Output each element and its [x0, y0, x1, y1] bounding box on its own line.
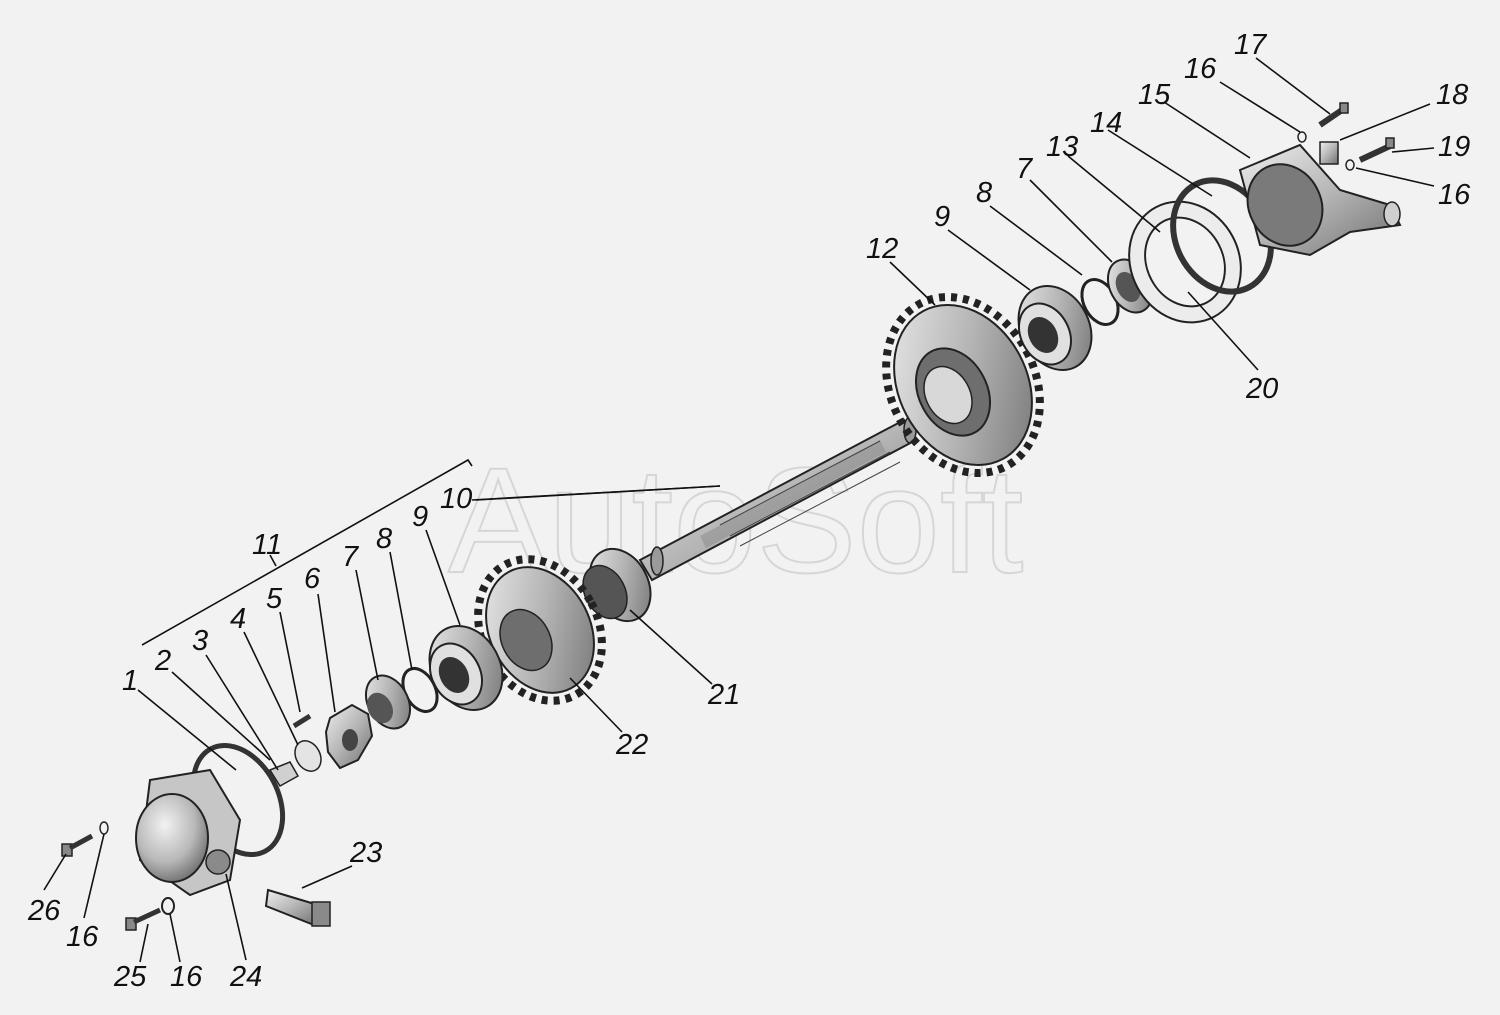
callout-14: 14 [1090, 107, 1122, 139]
washer-part-16-bottom [161, 897, 175, 915]
bolt-part-17 [1318, 102, 1349, 128]
callout-16-left: 16 [66, 921, 99, 953]
callout-3: 3 [192, 625, 208, 657]
callout-22: 22 [615, 729, 648, 761]
sensor-part-23 [264, 888, 331, 927]
bolt-part-25 [125, 907, 162, 931]
callout-21: 21 [707, 679, 740, 711]
callout-16-bottom: 16 [170, 961, 203, 993]
callout-15: 15 [1138, 79, 1171, 111]
plate-part-4 [294, 740, 322, 772]
callout-7-left: 7 [342, 541, 360, 573]
bearing-part-9-right [1017, 284, 1093, 372]
callout-8-right: 8 [976, 177, 992, 209]
pin-part-5 [292, 713, 312, 729]
callout-4: 4 [230, 603, 246, 635]
callout-17: 17 [1234, 29, 1268, 61]
leader-lines [43, 57, 1435, 963]
washer-part-16-left [99, 821, 109, 835]
callout-16-top: 16 [1184, 53, 1217, 85]
fitting-part-18 [1319, 141, 1339, 165]
callout-23: 23 [349, 837, 382, 869]
callout-20: 20 [1245, 373, 1278, 405]
callout-13: 13 [1046, 131, 1078, 163]
bolt-part-26 [61, 833, 94, 857]
callout-9-right: 9 [934, 201, 950, 233]
bolt-part-19 [1358, 137, 1395, 163]
callout-12: 12 [866, 233, 898, 265]
end-cap-part-24 [135, 768, 242, 897]
callout-2: 2 [154, 645, 171, 677]
callout-11: 11 [252, 529, 282, 561]
nut-part-7-left [364, 674, 412, 730]
callout-7-right: 7 [1016, 153, 1034, 185]
washer-part-16-right [1345, 159, 1355, 171]
callout-25: 25 [113, 961, 147, 993]
callout-18: 18 [1436, 79, 1468, 111]
housing-part-15 [1238, 143, 1402, 257]
callout-1: 1 [122, 665, 138, 697]
callout-16-right: 16 [1438, 179, 1471, 211]
lock-washer-part-6 [324, 703, 374, 770]
callout-10: 10 [440, 483, 472, 515]
washer-part-16-top [1297, 131, 1307, 143]
callout-19: 19 [1438, 131, 1470, 163]
callout-8-left: 8 [376, 523, 392, 555]
callout-5: 5 [266, 583, 283, 615]
callout-24: 24 [229, 961, 262, 993]
callout-6: 6 [304, 563, 321, 595]
bearing-part-9-left [428, 624, 504, 712]
callout-26: 26 [27, 895, 61, 927]
callout-9-left: 9 [412, 501, 428, 533]
gear-part-22 [474, 555, 606, 705]
